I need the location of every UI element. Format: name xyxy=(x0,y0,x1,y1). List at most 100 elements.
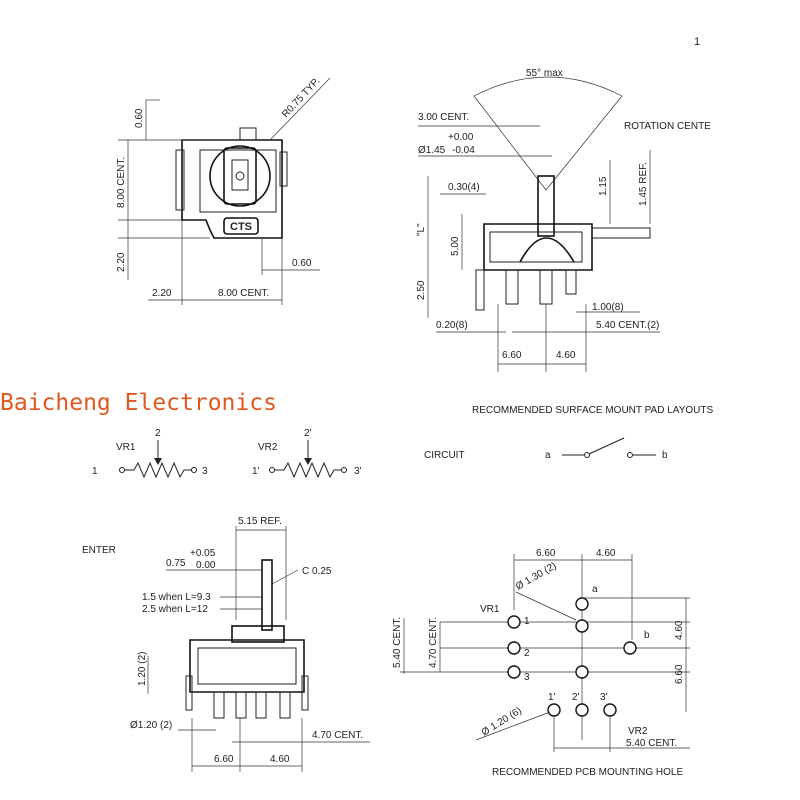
vr1-pin2: 2 xyxy=(155,428,161,439)
front-body-inner xyxy=(197,647,297,685)
side-tab-left xyxy=(175,149,185,211)
enter-label: ENTER xyxy=(82,545,116,556)
shaft-diameter: Ø1.45 xyxy=(418,145,446,156)
side-pin-right xyxy=(565,269,577,295)
angle-label: 55° max xyxy=(526,68,563,79)
dim-L: "L" xyxy=(416,223,427,236)
encoder-body-outline xyxy=(181,139,283,239)
hole-mount-1 xyxy=(575,619,589,633)
circuit-label: CIRCUIT xyxy=(424,450,465,461)
chamfer-label: C 0.25 xyxy=(302,566,332,577)
dim-540: 5.40 CENT.(2) xyxy=(596,320,659,331)
top-tab xyxy=(239,127,257,141)
dim-460: 4.60 xyxy=(270,754,290,765)
rotation-angle-lines xyxy=(473,95,623,191)
dim-800-vertical: 8.00 CENT. xyxy=(116,157,127,208)
dim-660: 6.60 xyxy=(214,754,234,765)
hole-mount-2 xyxy=(575,665,589,679)
pcb-pin1p: 1' xyxy=(548,692,556,703)
dim-220-vertical: 2.20 xyxy=(116,252,127,272)
side-tab-right xyxy=(279,151,288,187)
pcb-pin3: 3 xyxy=(524,672,530,683)
hole-vr2-2 xyxy=(575,703,589,717)
shaft-core xyxy=(231,159,249,191)
vr1-label: VR1 xyxy=(116,442,136,453)
dim-220-horizontal: 2.20 xyxy=(152,288,172,299)
pin-b: b xyxy=(644,630,650,641)
pcb-dim-660-right: 6.60 xyxy=(674,664,685,684)
dia-120-6: Ø 1.20 (6) xyxy=(480,705,524,738)
pcb-dim-460: 4.60 xyxy=(596,548,616,559)
hole-vr1-1 xyxy=(507,615,521,629)
dim-500: 5.00 xyxy=(450,236,461,256)
pcb-pin2: 2 xyxy=(524,648,530,659)
dia-120: Ø1.20 (2) xyxy=(130,720,172,731)
side-body xyxy=(483,223,593,271)
front-knob-cap xyxy=(231,625,285,643)
vr1-resistor xyxy=(124,461,192,479)
top-right-view: 55° max ROTATION CENTE 3.00 CENT. +0.00 … xyxy=(416,68,711,372)
radius-label: R0.75 TYP. xyxy=(280,76,322,120)
dim-100: 1.00(8) xyxy=(592,302,624,313)
tolerance-plus-005: +0.05 xyxy=(190,548,216,559)
pcb-pin3p: 3' xyxy=(600,692,608,703)
pcb-dim-540-bottom: 5.40 CENT. xyxy=(626,738,677,749)
tolerance-zero: 0.00 xyxy=(196,560,216,571)
hole-vr2-3 xyxy=(603,703,617,717)
dim-020: 0.20(8) xyxy=(436,320,468,331)
dim-145-ref: 1.45 REF. xyxy=(638,162,649,206)
side-mount-left xyxy=(475,269,485,311)
switch-lever xyxy=(588,437,625,455)
pcb-pin2p: 2' xyxy=(572,692,580,703)
dim-470: 4.70 CENT. xyxy=(312,730,363,741)
tolerance-plus: +0.00 xyxy=(448,132,474,143)
front-mount-left xyxy=(185,675,193,711)
schematics: VR1 2 1 3 VR2 2' 1' 3' CIRCUIT a b xyxy=(92,428,668,479)
pcb-mounting-view: 6.60 4.60 Ø 1.30 (2) a b VR1 1 2 3 1' 2'… xyxy=(392,548,690,778)
dim-115: 1.15 xyxy=(598,176,609,196)
side-knob-arc xyxy=(519,237,575,263)
dim-120: 1.20 (2) xyxy=(137,652,148,686)
smt-pad-title: RECOMMENDED SURFACE MOUNT PAD LAYOUTS xyxy=(472,405,713,416)
shaft xyxy=(537,175,555,237)
watermark: Baicheng Electronics xyxy=(0,390,277,416)
top-left-view: CTS 0.60 8.00 CENT. 2.20 0.60 2.20 8.00 … xyxy=(116,76,331,305)
dim-030: 0.30(4) xyxy=(448,182,480,193)
pcb-dim-660: 6.60 xyxy=(536,548,556,559)
switch-b: b xyxy=(662,450,668,461)
side-body-inner xyxy=(489,231,583,263)
vr1-pcb-label: VR1 xyxy=(480,604,500,615)
page-number: 1 xyxy=(694,36,700,48)
vr2-pin3: 3' xyxy=(354,466,362,477)
shaft-slot xyxy=(223,147,257,205)
shaft xyxy=(261,559,273,631)
pcb-dim-470-cent: 4.70 CENT. xyxy=(428,617,439,668)
pcb-pin1: 1 xyxy=(524,616,530,627)
dim-515-ref: 5.15 REF. xyxy=(238,516,282,527)
front-mount-right xyxy=(301,675,309,711)
cts-logo-box xyxy=(223,217,259,235)
dim-460: 4.60 xyxy=(556,350,576,361)
switch-a: a xyxy=(545,450,551,461)
vr2-resistor xyxy=(274,461,342,479)
hole-a xyxy=(575,597,589,611)
vr2-pin2: 2' xyxy=(304,428,312,439)
vr2-pcb-label: VR2 xyxy=(628,726,648,737)
rotation-angle-arc xyxy=(473,76,623,97)
pin-a: a xyxy=(592,584,598,595)
note-l12: 2.5 when L=12 xyxy=(142,604,208,615)
vr1-pin3: 3 xyxy=(202,466,208,477)
side-pin-left xyxy=(505,269,519,305)
knob-ring xyxy=(209,145,271,207)
hole-b xyxy=(623,641,637,655)
front-pin-2 xyxy=(235,691,247,719)
rotation-center-label: ROTATION CENTE xyxy=(624,121,711,132)
dim-800-horizontal: 8.00 CENT. xyxy=(218,288,269,299)
inner-frame xyxy=(199,149,277,213)
tolerance-minus: -0.04 xyxy=(452,145,475,156)
pcb-title: RECOMMENDED PCB MOUNTING HOLE xyxy=(492,767,683,778)
cent-300-label: 3.00 CENT. xyxy=(418,112,469,123)
front-pin-1 xyxy=(213,691,225,719)
hole-vr2-1 xyxy=(547,703,561,717)
